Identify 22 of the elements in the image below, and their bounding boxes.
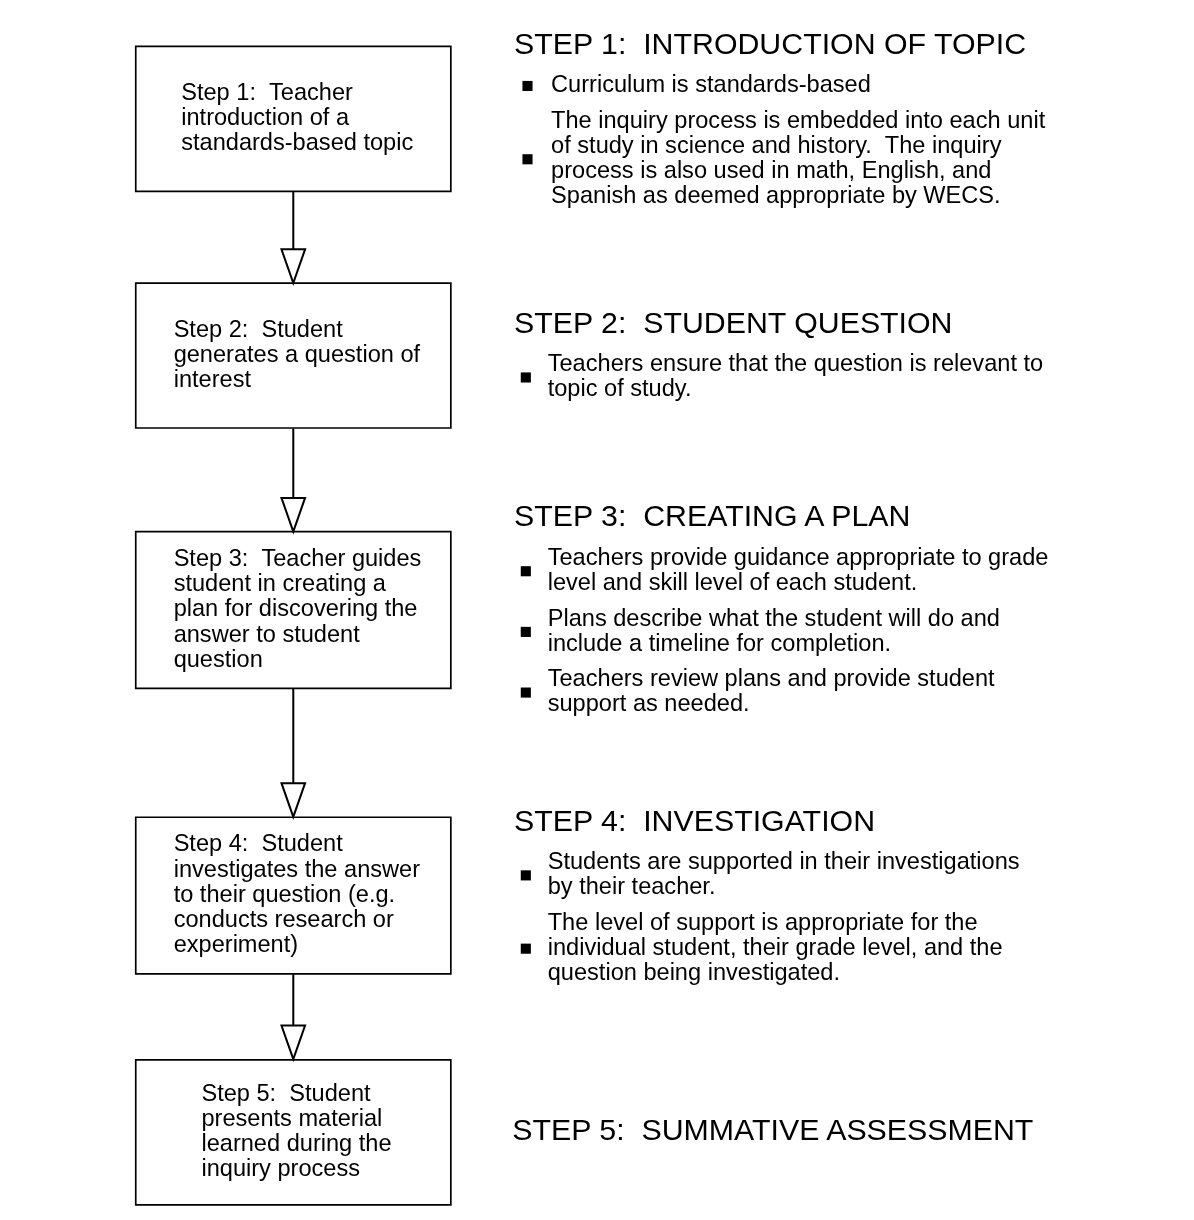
node-box: Step 4: Student investigates the answer to their question (e.g. conducts research or experiment) (134, 816, 452, 975)
node-label: STEP 2: STUDENT QUESTION (514, 305, 953, 339)
node-box: Step 3: Teacher guides student in creating a plan for discovering the answer to student question (134, 530, 452, 690)
node-label: STEP 5: SUMMATIVE ASSESSMENT (512, 1112, 1034, 1146)
node-label: The inquiry process is embedded into each unit of study in science and history. The inquiry process is also used in math, English, and Spanish as deemed appropriate by WECS. (551, 106, 1046, 209)
node-label: Students are supported in their investigations by their teacher. (547, 847, 1020, 900)
node-label: STEP 4: INVESTIGATION (514, 803, 876, 837)
arrow (280, 688, 307, 820)
node-label: STEP 1: INTRODUCTION OF TOPIC (514, 26, 1027, 60)
node-box: Step 2: Student generates a question of interest (134, 282, 452, 429)
node-label: Teachers review plans and provide student support as needed. (547, 665, 995, 717)
arrow (280, 428, 307, 535)
node-label: The level of support is appropriate for the individual student, their grade level, and the question being investigated. (547, 908, 1003, 986)
node-label: Teachers provide guidance appropriate to grade level and skill level of each student. (547, 543, 1049, 596)
arrow (280, 974, 307, 1063)
node-label: Plans describe what the student will do and include a timeline for completion. (547, 604, 1000, 656)
node-label: Curriculum is standards-based (551, 71, 871, 98)
node-box: Step 5: Student presents material learned during the inquiry process (134, 1059, 452, 1206)
arrow (280, 191, 307, 287)
node-box: Step 1: Teacher introduction of a standards-based topic (134, 45, 452, 193)
node-label: Teachers ensure that the question is relevant to topic of study. (547, 350, 1044, 402)
node-label: STEP 3: CREATING A PLAN (514, 499, 911, 533)
